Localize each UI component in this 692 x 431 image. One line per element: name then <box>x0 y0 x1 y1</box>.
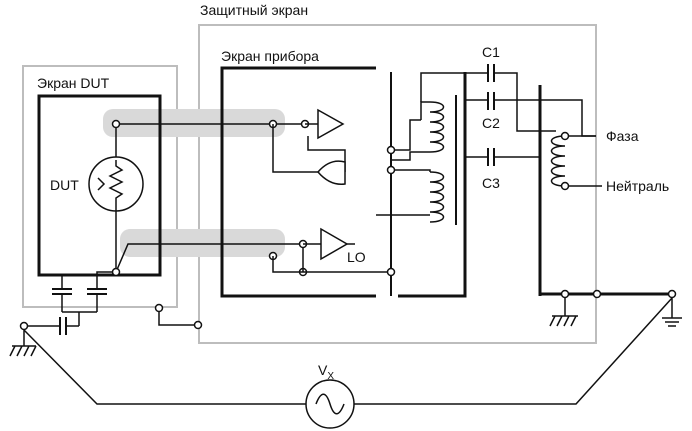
outer-shield-label: Защитный экран <box>200 2 308 18</box>
transformer-core-left <box>398 72 467 298</box>
dut-arrow-icon <box>97 177 106 191</box>
c1-label: C1 <box>482 44 500 60</box>
transformer-coil-lower <box>429 171 445 223</box>
transformer-coil-upper <box>429 101 445 153</box>
dut-hi-node <box>111 119 121 129</box>
left-chassis-ground-icon <box>9 330 37 357</box>
vx-main: V <box>318 362 328 378</box>
guard-band-upper <box>103 109 285 137</box>
ground-bus <box>538 292 672 296</box>
lo-signal-wire <box>115 243 303 273</box>
sine-wave-icon <box>315 393 345 415</box>
dut-shield-label: Экран DUT <box>37 75 110 91</box>
c3-label: C3 <box>482 175 500 191</box>
instrument-shield <box>220 66 376 298</box>
earth-ground-icon <box>662 298 682 327</box>
phase-label: Фаза <box>606 128 639 144</box>
left-earth-node <box>19 321 29 331</box>
power-transformer-coil <box>550 135 566 187</box>
lo-amplifier <box>320 227 349 261</box>
vx-wire-right <box>354 297 673 405</box>
outer-shield-box <box>198 24 597 344</box>
feedback-amplifier <box>317 160 346 185</box>
neutral-label: Нейтраль <box>606 178 669 194</box>
earth-node <box>667 289 677 299</box>
guard-band-lower <box>120 229 285 257</box>
vx-wire-left <box>23 329 306 405</box>
lo-label: LO <box>347 249 366 265</box>
dut-lo-node <box>111 267 121 277</box>
dut-shield-box <box>22 65 178 308</box>
neutral-terminal <box>560 181 570 191</box>
instrument-shield-label: Экран прибора <box>221 48 319 64</box>
phase-terminal <box>560 131 570 141</box>
c2-label: C2 <box>482 115 500 131</box>
dut-resistor-zigzag <box>108 160 124 210</box>
dut-inner-shield <box>37 94 162 277</box>
dut-shield-node <box>154 303 164 313</box>
shield-ground-node <box>386 267 396 277</box>
dut-label: DUT <box>50 177 79 193</box>
outer-shield-node <box>193 320 203 330</box>
buffer-amplifier <box>317 108 345 140</box>
chassis-ground-icon <box>549 298 578 327</box>
vx-sub: X <box>327 371 334 382</box>
vx-label: VX <box>318 362 334 382</box>
